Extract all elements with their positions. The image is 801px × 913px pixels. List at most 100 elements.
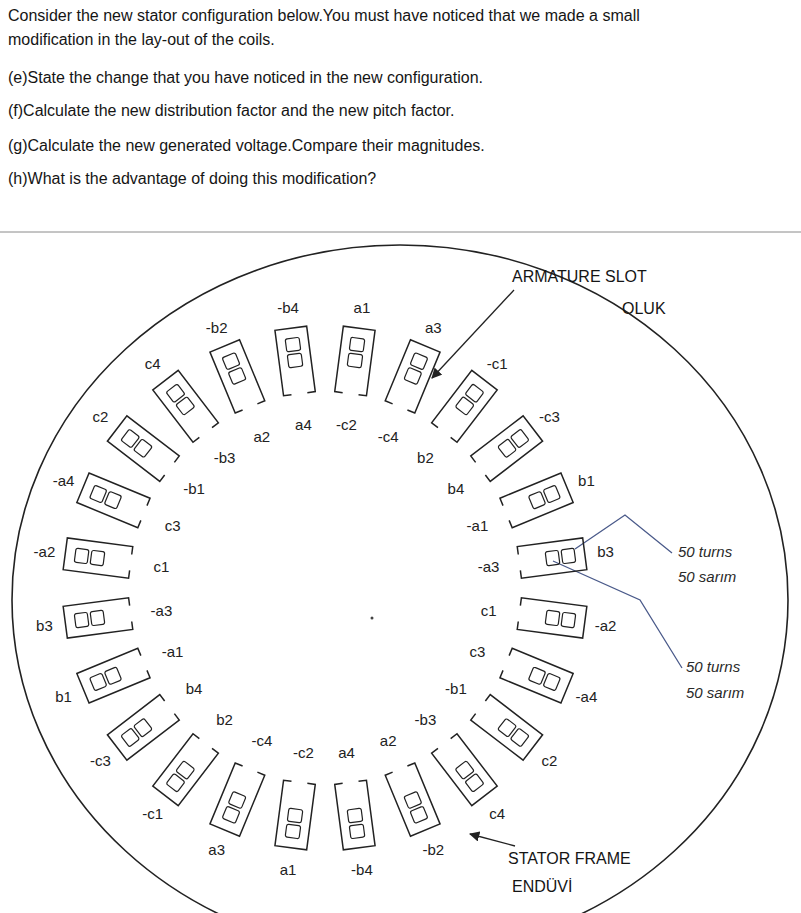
coil-side: [90, 550, 105, 566]
callout-label: OLUK: [622, 300, 666, 318]
slot-outline: [500, 648, 573, 703]
slot-outline: [335, 780, 375, 850]
coil-side: [287, 808, 303, 823]
frame-leader-arrow: [470, 834, 515, 846]
coil-label: b4: [186, 680, 203, 697]
slot-outline: [77, 473, 150, 528]
armature-slot: [210, 763, 265, 836]
slot-outline: [335, 326, 375, 396]
coil-side: [222, 806, 240, 823]
center-dot: [371, 617, 374, 620]
armature-slot: [385, 763, 440, 836]
coil-label: b1: [578, 471, 595, 488]
slot-outline: [63, 538, 133, 578]
coil-side: [528, 667, 545, 685]
slot-outline: [517, 598, 587, 638]
slot-group: [63, 326, 587, 850]
slot-leader-arrow: [432, 290, 514, 378]
coil-side: [285, 337, 301, 352]
coil-side: [349, 337, 365, 352]
armature-slot: [63, 538, 133, 578]
callout-label: ENDÜVİ: [512, 878, 572, 896]
slot-outline: [500, 473, 573, 528]
coil-label: -c3: [539, 407, 560, 424]
coil-side: [176, 397, 195, 416]
armature-slot: [500, 648, 573, 703]
coil-label: c4: [145, 355, 161, 372]
coil-side: [104, 491, 121, 509]
turns-note: 50 sarım: [686, 684, 744, 701]
coil-side: [528, 491, 545, 509]
coil-label: -c1: [142, 804, 163, 821]
coil-side: [543, 673, 560, 691]
coil-side: [90, 673, 107, 691]
coil-side: [134, 439, 153, 458]
coil-side: [404, 791, 422, 808]
coil-label: -c1: [487, 355, 508, 372]
armature-slot: [471, 695, 543, 761]
stator-frame-outline: [12, 245, 788, 913]
coil-label: c3: [470, 643, 486, 660]
turns-note: 50 sarım: [678, 568, 736, 585]
slot-outline: [153, 734, 219, 806]
turns-note: 50 turns: [686, 658, 740, 675]
armature-slot: [517, 598, 587, 638]
slot-outline: [107, 695, 179, 761]
armature-slot: [210, 340, 265, 413]
coil-label: a3: [425, 318, 442, 335]
coil-label: b2: [417, 449, 434, 466]
coil-label: c2: [542, 752, 558, 769]
coil-side: [222, 353, 240, 370]
coil-label: -a1: [467, 516, 489, 533]
coil-side: [498, 439, 517, 458]
question-text: Consider the new stator configuration be…: [8, 4, 708, 52]
coil-side: [349, 824, 365, 839]
coil-label: a2: [380, 732, 397, 749]
armature-slot: [275, 780, 315, 850]
coil-label: -a2: [34, 543, 56, 560]
coil-side: [90, 610, 105, 626]
coil-label: -c4: [251, 732, 272, 749]
coil-side: [228, 791, 246, 808]
coil-label: -b3: [214, 449, 236, 466]
coil-side: [543, 485, 560, 503]
coil-label: -c2: [336, 416, 357, 433]
coil-label: -c4: [378, 427, 399, 444]
armature-slot: [107, 416, 179, 482]
armature-slot: [432, 734, 498, 806]
coil-label: b2: [216, 710, 233, 727]
coil-label: a4: [295, 416, 312, 433]
armature-slot: [335, 780, 375, 850]
armature-slot: [471, 416, 543, 482]
armature-slot: [385, 340, 440, 413]
question-text: (f)Calculate the new distribution factor…: [8, 99, 454, 123]
coil-label: -b2: [206, 318, 228, 335]
callout-label: ARMATURE SLOT: [512, 268, 647, 286]
armature-slot: [107, 695, 179, 761]
armature-slot: [275, 326, 315, 396]
slot-outline: [107, 416, 179, 482]
slot-outline: [432, 734, 498, 806]
coil-label: c1: [481, 601, 497, 618]
coil-label: -c3: [90, 752, 111, 769]
coil-label: -b3: [415, 710, 437, 727]
coil-label: -c2: [293, 743, 314, 760]
slot-outline: [63, 598, 133, 638]
armature-slot: [500, 473, 573, 528]
coil-side: [410, 353, 428, 370]
coil-label: -a3: [478, 558, 500, 575]
slot-outline: [517, 538, 587, 578]
coil-side: [545, 610, 560, 626]
armature-slot: [432, 370, 498, 442]
slot-outline: [210, 340, 265, 413]
turns-leader-line: [575, 515, 672, 553]
coil-label: -a4: [576, 688, 598, 705]
coil-side: [287, 353, 303, 368]
armature-slot: [153, 370, 219, 442]
coil-side: [347, 353, 363, 368]
coil-label: -b4: [277, 299, 299, 316]
coil-label: -a3: [151, 601, 173, 618]
slot-outline: [385, 340, 440, 413]
